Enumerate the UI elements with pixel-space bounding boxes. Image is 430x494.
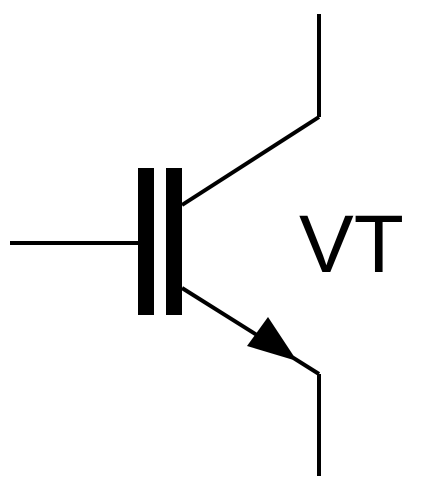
channel-bar — [166, 168, 182, 315]
designator-label: VT — [299, 199, 404, 290]
emitter-diagonal — [180, 286, 321, 376]
collector-diagonal — [180, 115, 321, 207]
emitter-arrow-icon — [247, 317, 297, 361]
gate-plate — [138, 168, 154, 315]
